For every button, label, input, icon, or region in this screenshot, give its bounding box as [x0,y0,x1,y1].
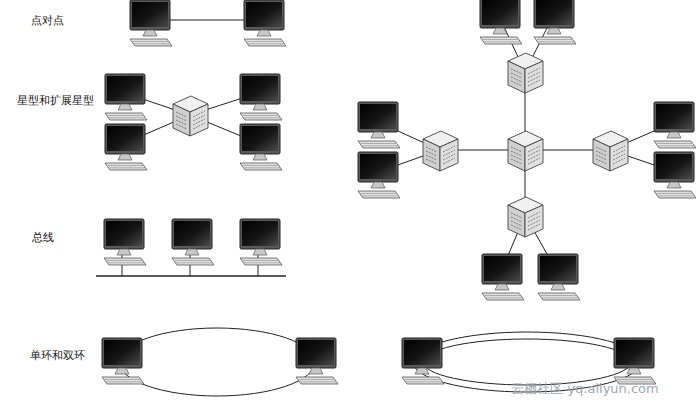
computer-icon [130,0,172,46]
dual-ring-inner [423,339,631,385]
topology-label: 总线 [32,231,54,244]
computer-icon [402,338,444,384]
computer-icon [358,152,400,198]
topology-label: 点对点 [31,14,64,27]
switch-icon [173,96,208,136]
computer-icon [614,338,656,384]
computer-icon [358,102,400,148]
computer-icon [104,219,146,265]
switch-icon [593,131,628,171]
computer-icon [482,254,524,300]
computer-icon [296,338,338,384]
computer-icon [654,152,696,198]
switches [173,53,628,237]
computer-icon [538,254,580,300]
switch-icon [508,53,543,93]
computer-icon [102,338,144,384]
computer-icon [534,0,576,44]
switch-icon [508,197,543,237]
computer-icon [172,219,214,265]
computer-icon [105,124,147,170]
watermark: 云栖社区 yq.aliyun.com [511,381,658,397]
computer-icon [240,74,282,120]
wires [96,18,675,396]
switch-icon [508,131,543,171]
switch-icon [423,131,458,171]
topology-label: 单环和双环 [30,349,85,362]
computer-icon [654,102,696,148]
computer-icon [105,74,147,120]
computer-icon [240,219,282,265]
single-ring [119,328,315,396]
computers [102,0,696,384]
computer-icon [244,0,286,46]
computer-icon [480,0,522,44]
computer-icon [240,124,282,170]
topology-label: 星型和扩展星型 [17,94,94,107]
